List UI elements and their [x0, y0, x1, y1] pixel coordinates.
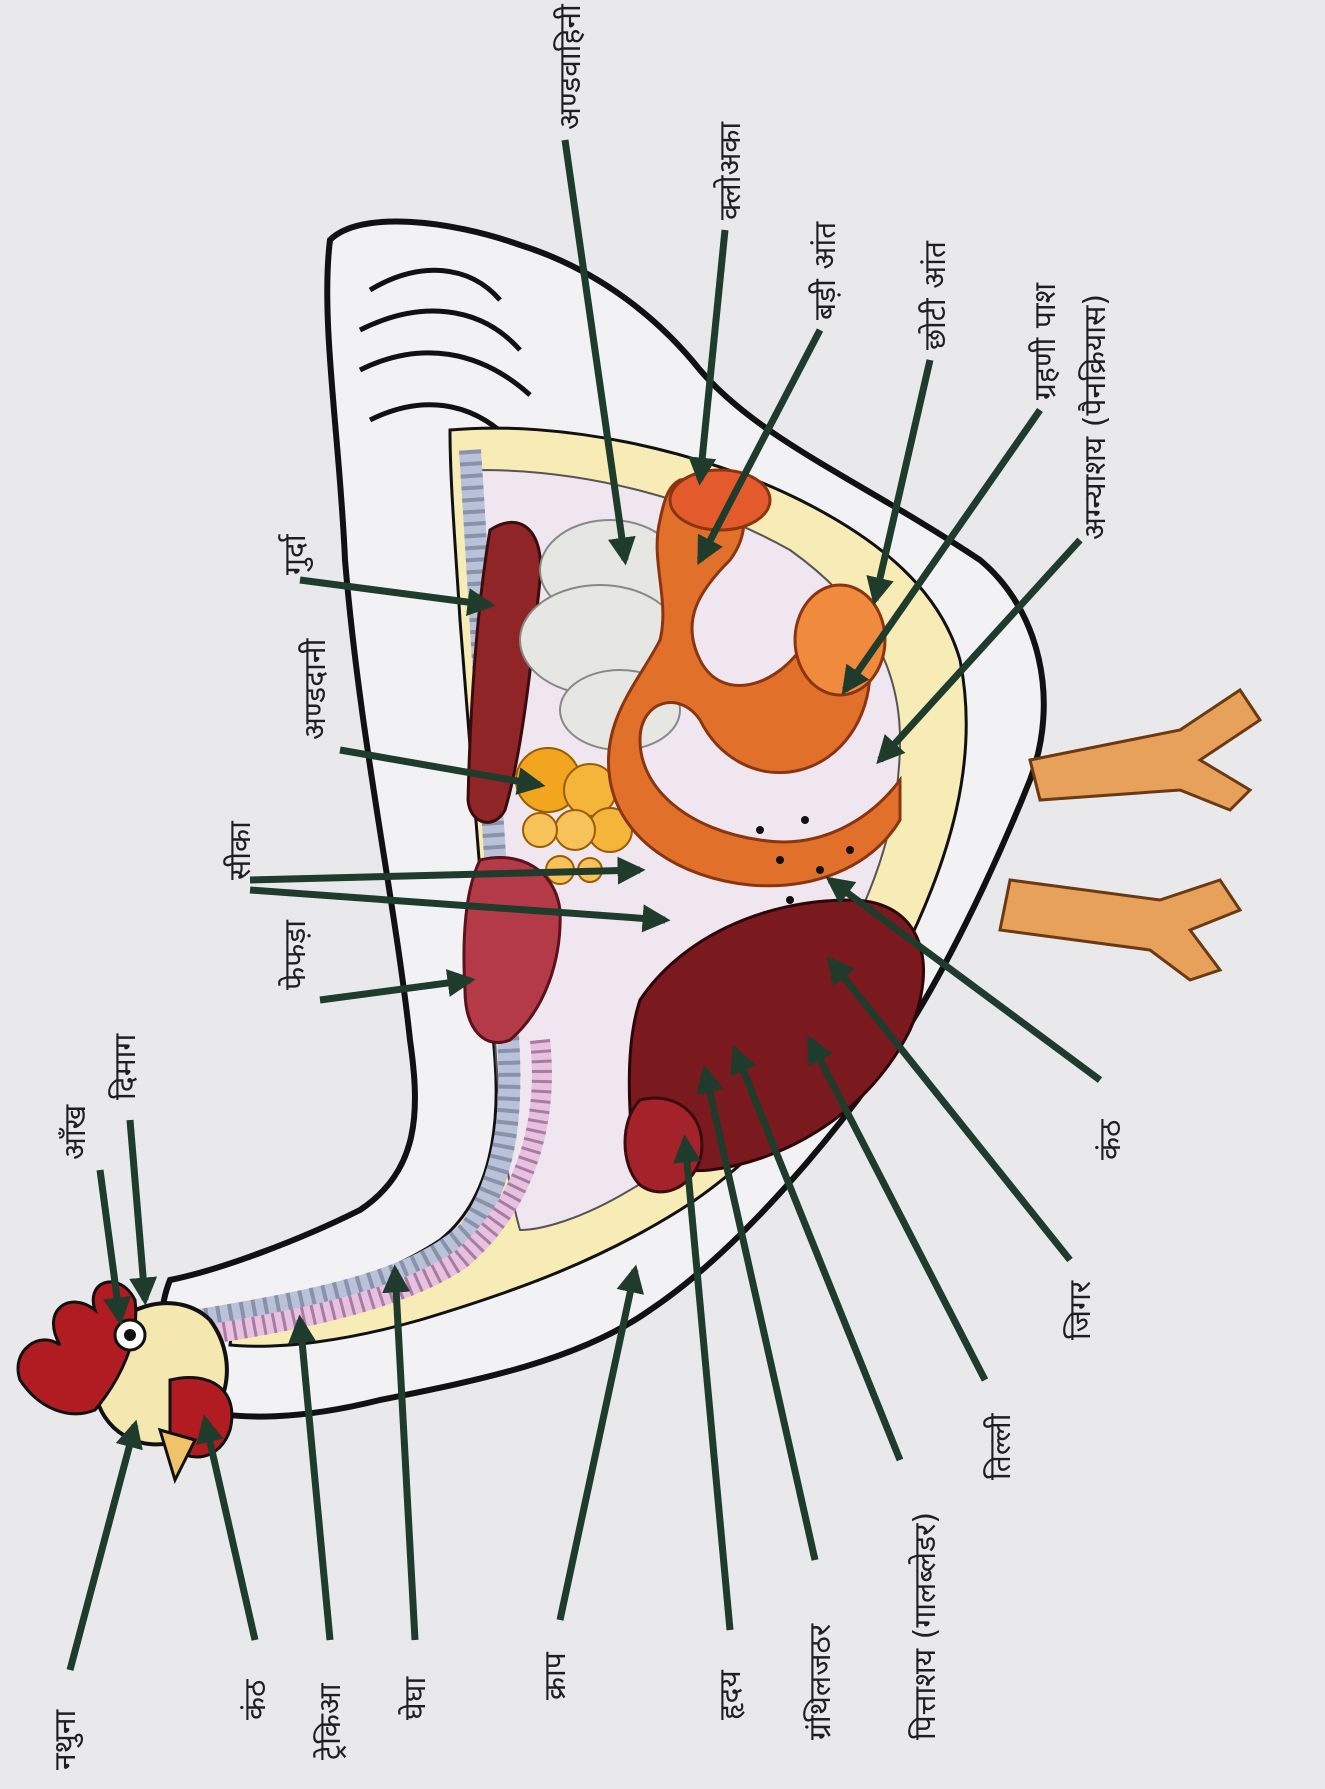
label-oviduct: अण्डवाहिनी: [553, 3, 588, 130]
arrow-nostril: [70, 1425, 135, 1670]
label-esophagus: घेघा: [398, 1676, 433, 1720]
label-cloaca: क्लोअका: [713, 121, 748, 220]
label-small-intestine: छोटी आंत: [918, 240, 953, 350]
label-kidney: गुर्दा: [278, 533, 314, 575]
label-air-sac: सीका: [223, 820, 258, 880]
label-lung: फेफड़ा: [278, 919, 313, 990]
label-heart: हृदय: [713, 1670, 748, 1720]
arrow-throat: [205, 1420, 255, 1640]
label-throat: कंठ: [238, 1679, 273, 1720]
label-large-intestine: बड़ी आंत: [808, 221, 843, 320]
label-eye: आँख: [58, 1104, 93, 1160]
label-duodenal-loop: ग्रहणी पाश: [1028, 282, 1063, 400]
label-ovary: अण्डदानी: [298, 637, 333, 740]
label-liver: जिगर: [1063, 1280, 1098, 1340]
label-crop: क्राप: [538, 1651, 573, 1700]
label-gallbladder: पित्ताशय (गालब्लेडर): [908, 1512, 943, 1740]
label-spleen: तिल्ली: [983, 1412, 1018, 1480]
label-trachea: ट्रेकिआ: [313, 1682, 348, 1760]
arrow-liver: [830, 960, 1070, 1260]
label-nostril: नथुना: [48, 1709, 84, 1770]
label-pancreas: अग्न्याशय (पैनक्रियास): [1078, 294, 1113, 540]
arrow-brain: [130, 1120, 145, 1300]
label-brain: दिमाग: [108, 1033, 143, 1100]
label-gizzard: कंठ: [1093, 1119, 1128, 1160]
arrow-spleen: [810, 1040, 985, 1380]
label-proventriculus: ग्रंथिलजठर: [803, 1623, 838, 1740]
